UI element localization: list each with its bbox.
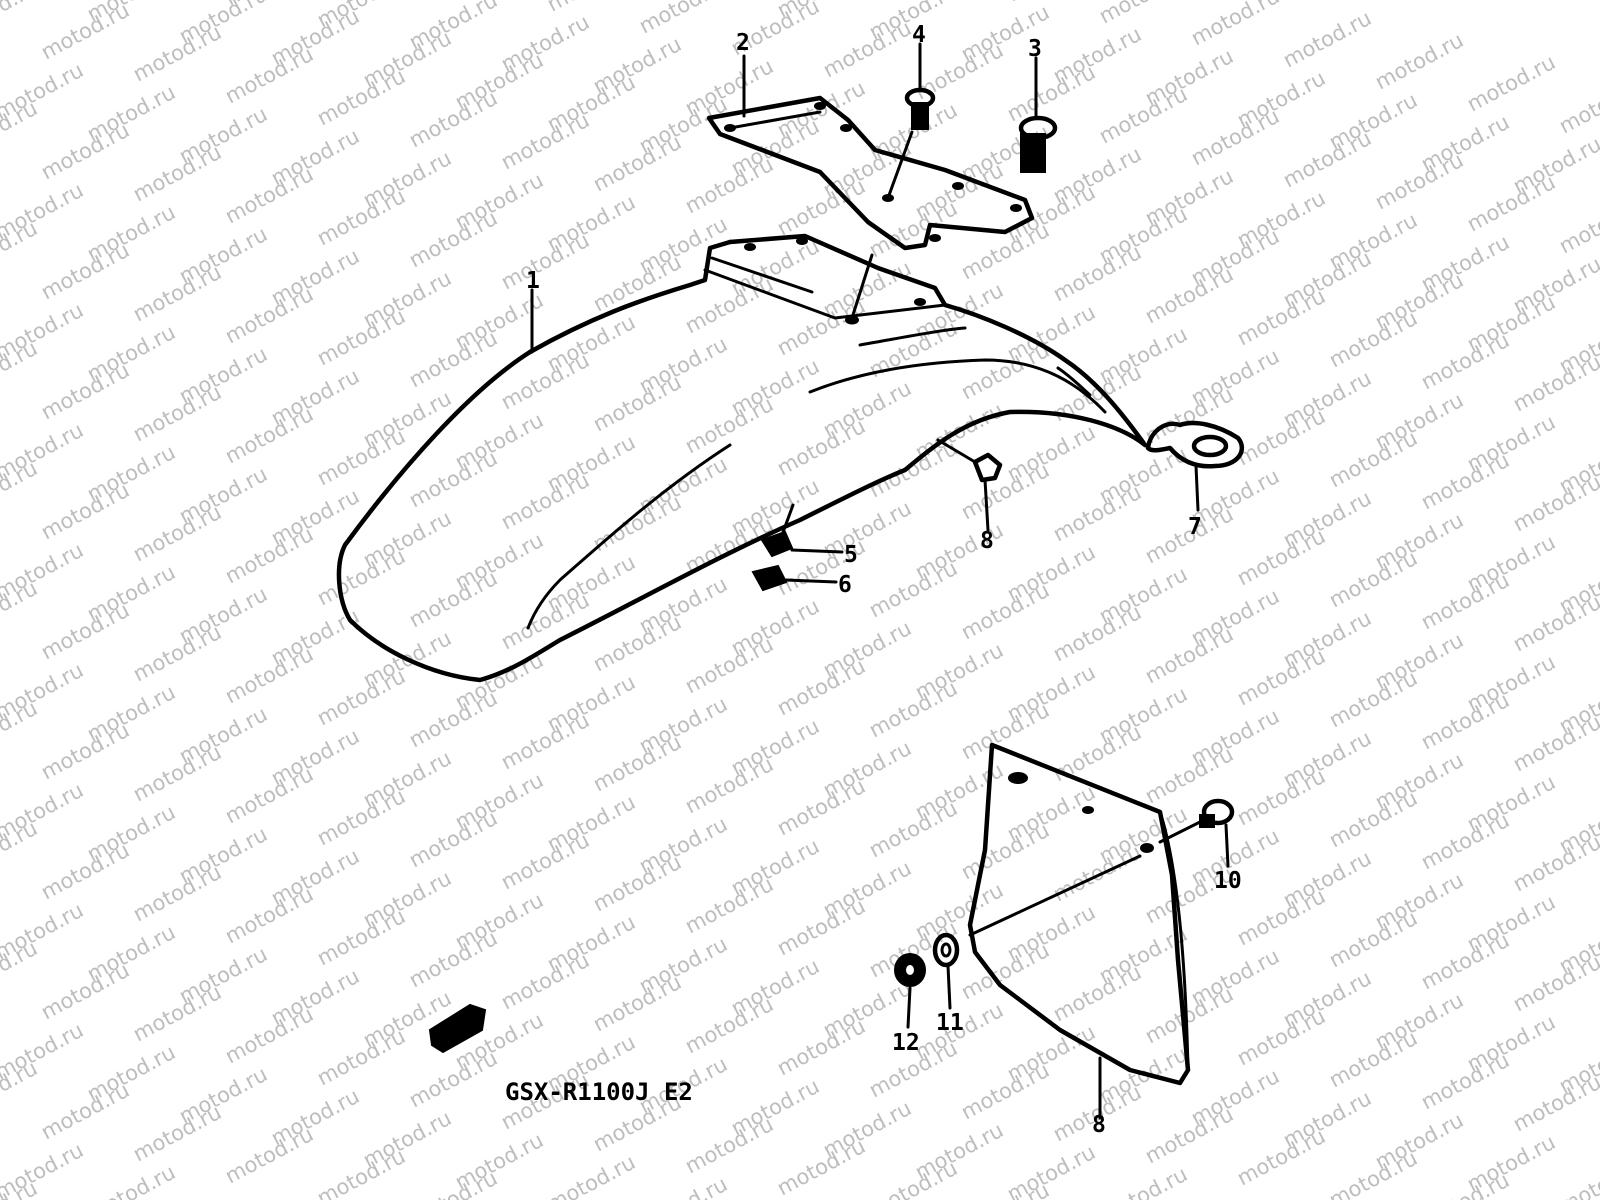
model-label: GSX-R1100J E2 [505, 1078, 693, 1106]
watermark-text: motod.ru [1187, 0, 1283, 50]
front-fender [336, 233, 1148, 683]
callout-10: 10 [1214, 868, 1242, 894]
brake-hose-guide [1145, 420, 1245, 469]
fender-brace [706, 95, 1035, 251]
watermark-text: motod.ru [1509, 950, 1600, 1016]
watermark-text: motod.ru [1555, 72, 1600, 138]
watermark-text: motod.ru [1509, 830, 1600, 896]
watermark-text: motod.ru [1555, 1152, 1600, 1200]
assembly-line-plate [850, 253, 874, 320]
watermark-text: motod.ru [1509, 1070, 1600, 1136]
bolt-4 [904, 87, 936, 130]
watermark-text: motod.ru [1417, 1168, 1513, 1200]
watermark-text: motod.ru [0, 0, 41, 42]
watermark-text: motod.ru [1463, 50, 1559, 116]
assembly-line-bolt-4 [886, 130, 914, 200]
screw-10 [1158, 798, 1235, 868]
callout-7: 7 [1188, 514, 1202, 540]
watermark-text: motod.ru [83, 1160, 179, 1200]
leader-7 [1194, 464, 1200, 512]
spare-cushion [428, 1003, 487, 1054]
clip-8 [936, 438, 1003, 532]
watermark-text: motod.ru [1095, 0, 1191, 28]
watermark-text: motod.ru [1095, 1162, 1191, 1200]
washer-11 [932, 932, 960, 1010]
watermark-text: motod.ru [635, 1172, 731, 1200]
watermark-text: motod.ru [543, 1150, 639, 1200]
watermark-text: motod.ru [543, 0, 639, 16]
callout-4: 4 [912, 22, 926, 48]
watermark-text: motod.ru [635, 0, 731, 38]
watermark-text: motod.ru [1509, 590, 1600, 656]
cushion-5 [760, 503, 844, 558]
watermark-text: motod.ru [1279, 6, 1375, 72]
nut-12 [894, 953, 926, 1029]
callout-8-lower: 8 [1092, 1112, 1106, 1138]
callout-5: 5 [844, 542, 858, 568]
watermark-text: motod.ru [1509, 710, 1600, 776]
callout-1: 1 [526, 268, 540, 294]
watermark-text: motod.ru [1003, 0, 1099, 6]
callout-12: 12 [892, 1030, 920, 1056]
callout-6: 6 [838, 572, 852, 598]
callout-8-upper: 8 [980, 528, 994, 554]
callout-3: 3 [1028, 36, 1042, 62]
cushion-6 [751, 564, 838, 592]
mud-flap-9 [967, 742, 1191, 1120]
callout-2: 2 [736, 30, 750, 56]
watermark-text: motod.ru [1371, 28, 1467, 94]
watermark-text: motod.ru [1555, 192, 1600, 258]
watermark-text: motod.ru [1509, 350, 1600, 416]
bolt-3 [1018, 115, 1058, 173]
callout-11: 11 [936, 1010, 964, 1036]
watermark-text: motod.ru [1509, 470, 1600, 536]
